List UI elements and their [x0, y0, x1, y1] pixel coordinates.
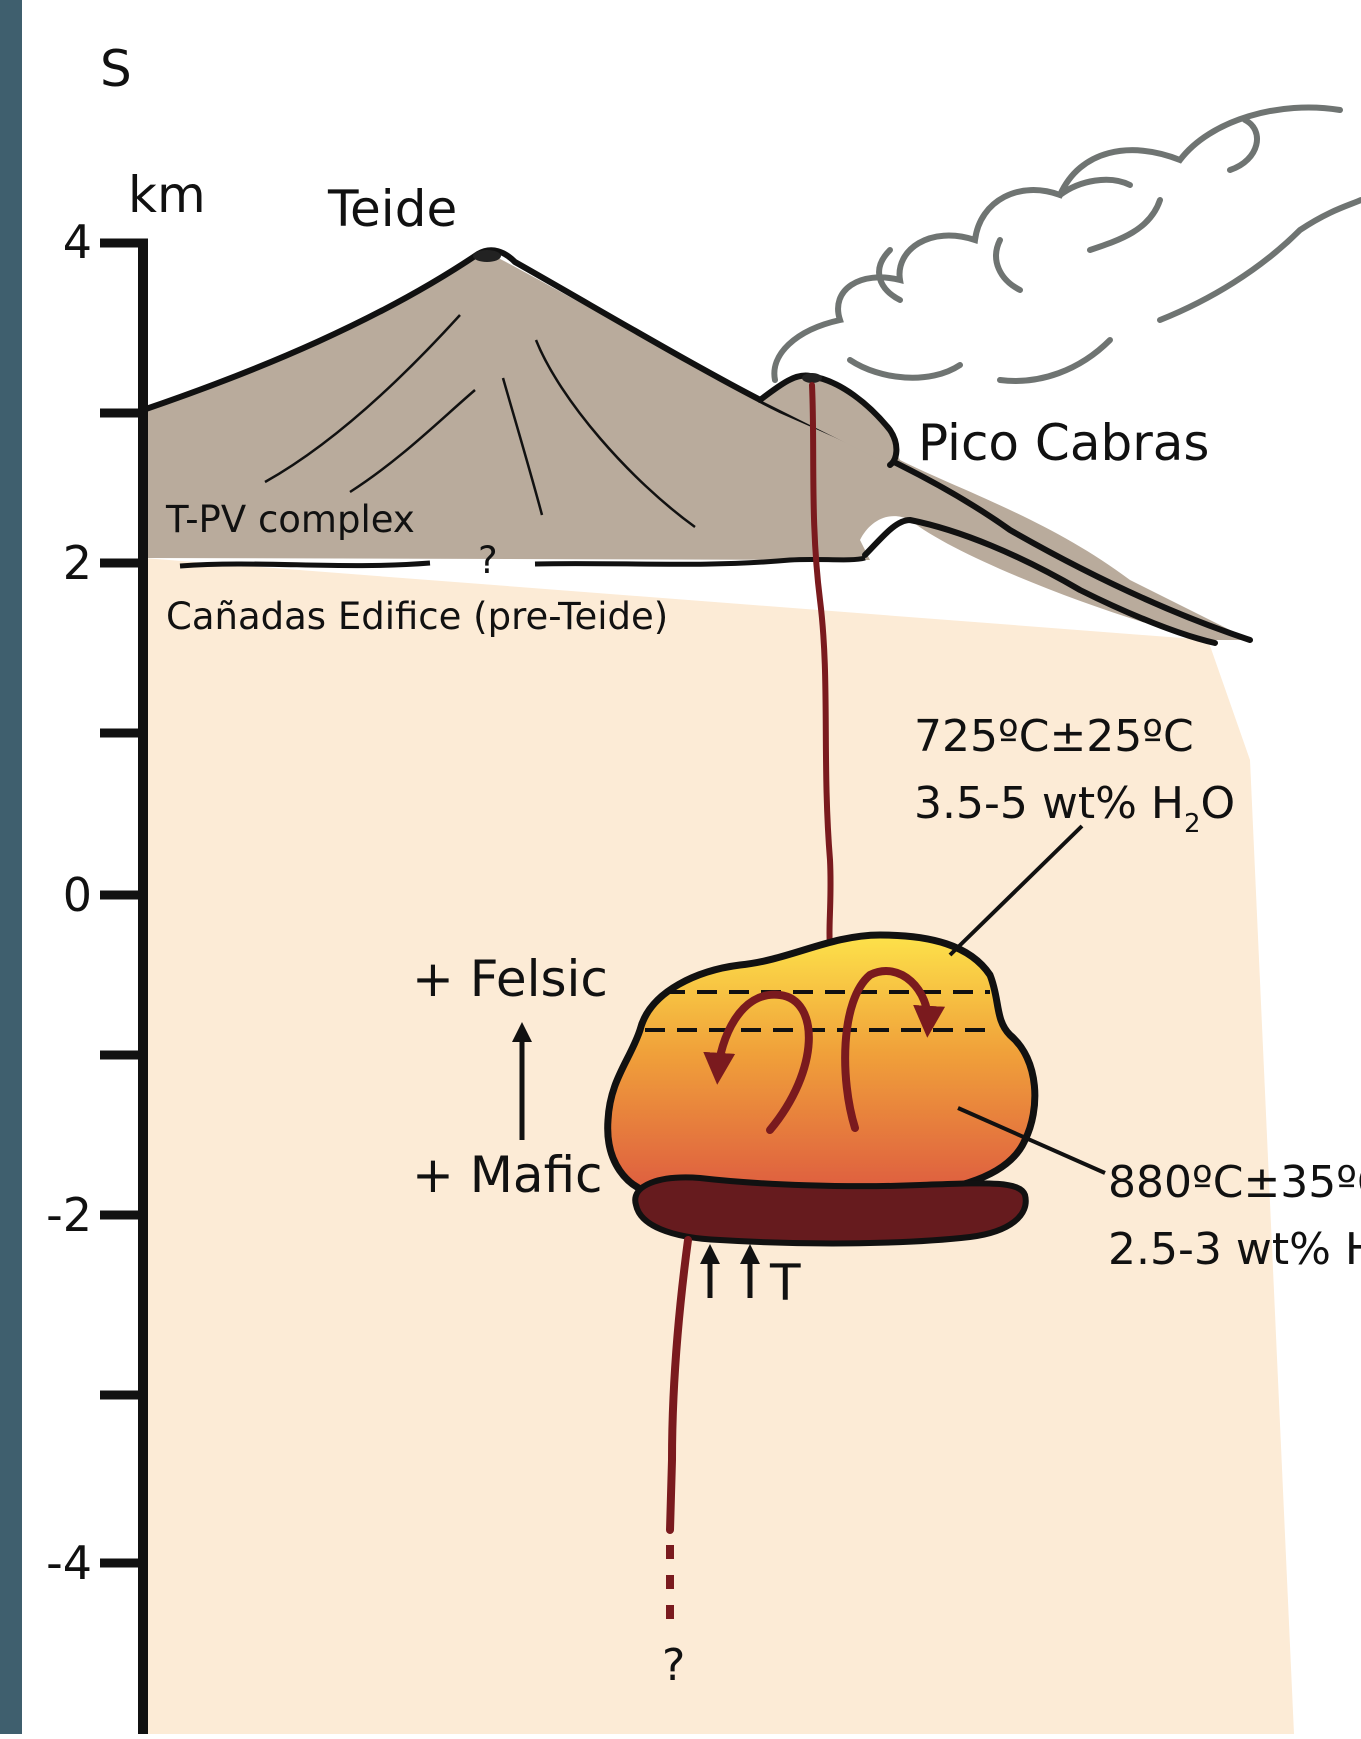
- heat-label: T: [769, 1254, 801, 1312]
- axis-unit: km: [128, 166, 206, 224]
- edifice-outline: [140, 247, 1253, 643]
- upper-temperature-label: 725ºC±25ºC: [914, 711, 1194, 762]
- felsic-label: + Felsic: [412, 950, 608, 1008]
- tick-label: 2: [63, 536, 92, 590]
- convection-arrow-left: [703, 990, 813, 1134]
- mafic-label: + Mafic: [412, 1146, 603, 1204]
- flank-line: [264, 314, 461, 484]
- lower-conduit: [666, 1236, 692, 1534]
- pico-cabras-cone: [757, 372, 900, 468]
- tick-label: -2: [46, 1188, 92, 1242]
- flank-line: [501, 377, 544, 516]
- cloud-icon: [771, 104, 1361, 384]
- axis-ticks: [100, 238, 148, 1568]
- tpv-complex-label: T-PV complex: [165, 498, 415, 541]
- upper-water-label: 3.5-5 wt% H2O: [914, 778, 1235, 839]
- tick-label: 0: [63, 868, 92, 922]
- mafic-layer: [632, 1174, 1029, 1247]
- contact-line: [534, 555, 866, 567]
- teide-summit: [473, 250, 501, 262]
- pico-cabras-label: Pico Cabras: [918, 414, 1209, 472]
- lower-flank-outline: [862, 516, 1218, 646]
- tick-label: 4: [63, 215, 92, 269]
- tpv-complex-edifice: [143, 252, 1250, 640]
- flank-line: [534, 339, 696, 529]
- left-border: [0, 0, 22, 1734]
- compass-label: S: [100, 40, 132, 98]
- flank-line: [349, 389, 476, 494]
- leader-line-lower: [957, 1106, 1106, 1175]
- teide-label: Teide: [327, 180, 457, 238]
- lower-water-label: 2.5-3 wt% H: [1108, 1224, 1361, 1275]
- lower-temperature-label: 880ºC±35ºC: [1108, 1157, 1361, 1208]
- canadas-label: Cañadas Edifice (pre-Teide): [166, 595, 668, 638]
- contact-line: [179, 560, 431, 569]
- tick-label: -4: [46, 1536, 92, 1590]
- deep-question-mark: ?: [662, 1640, 685, 1691]
- pico-cabras-summit: [802, 373, 822, 383]
- convection-arrow-right: [841, 967, 946, 1132]
- upper-conduit: [809, 382, 834, 948]
- contact-question-mark: ?: [478, 539, 498, 582]
- leader-line-upper: [948, 824, 1084, 957]
